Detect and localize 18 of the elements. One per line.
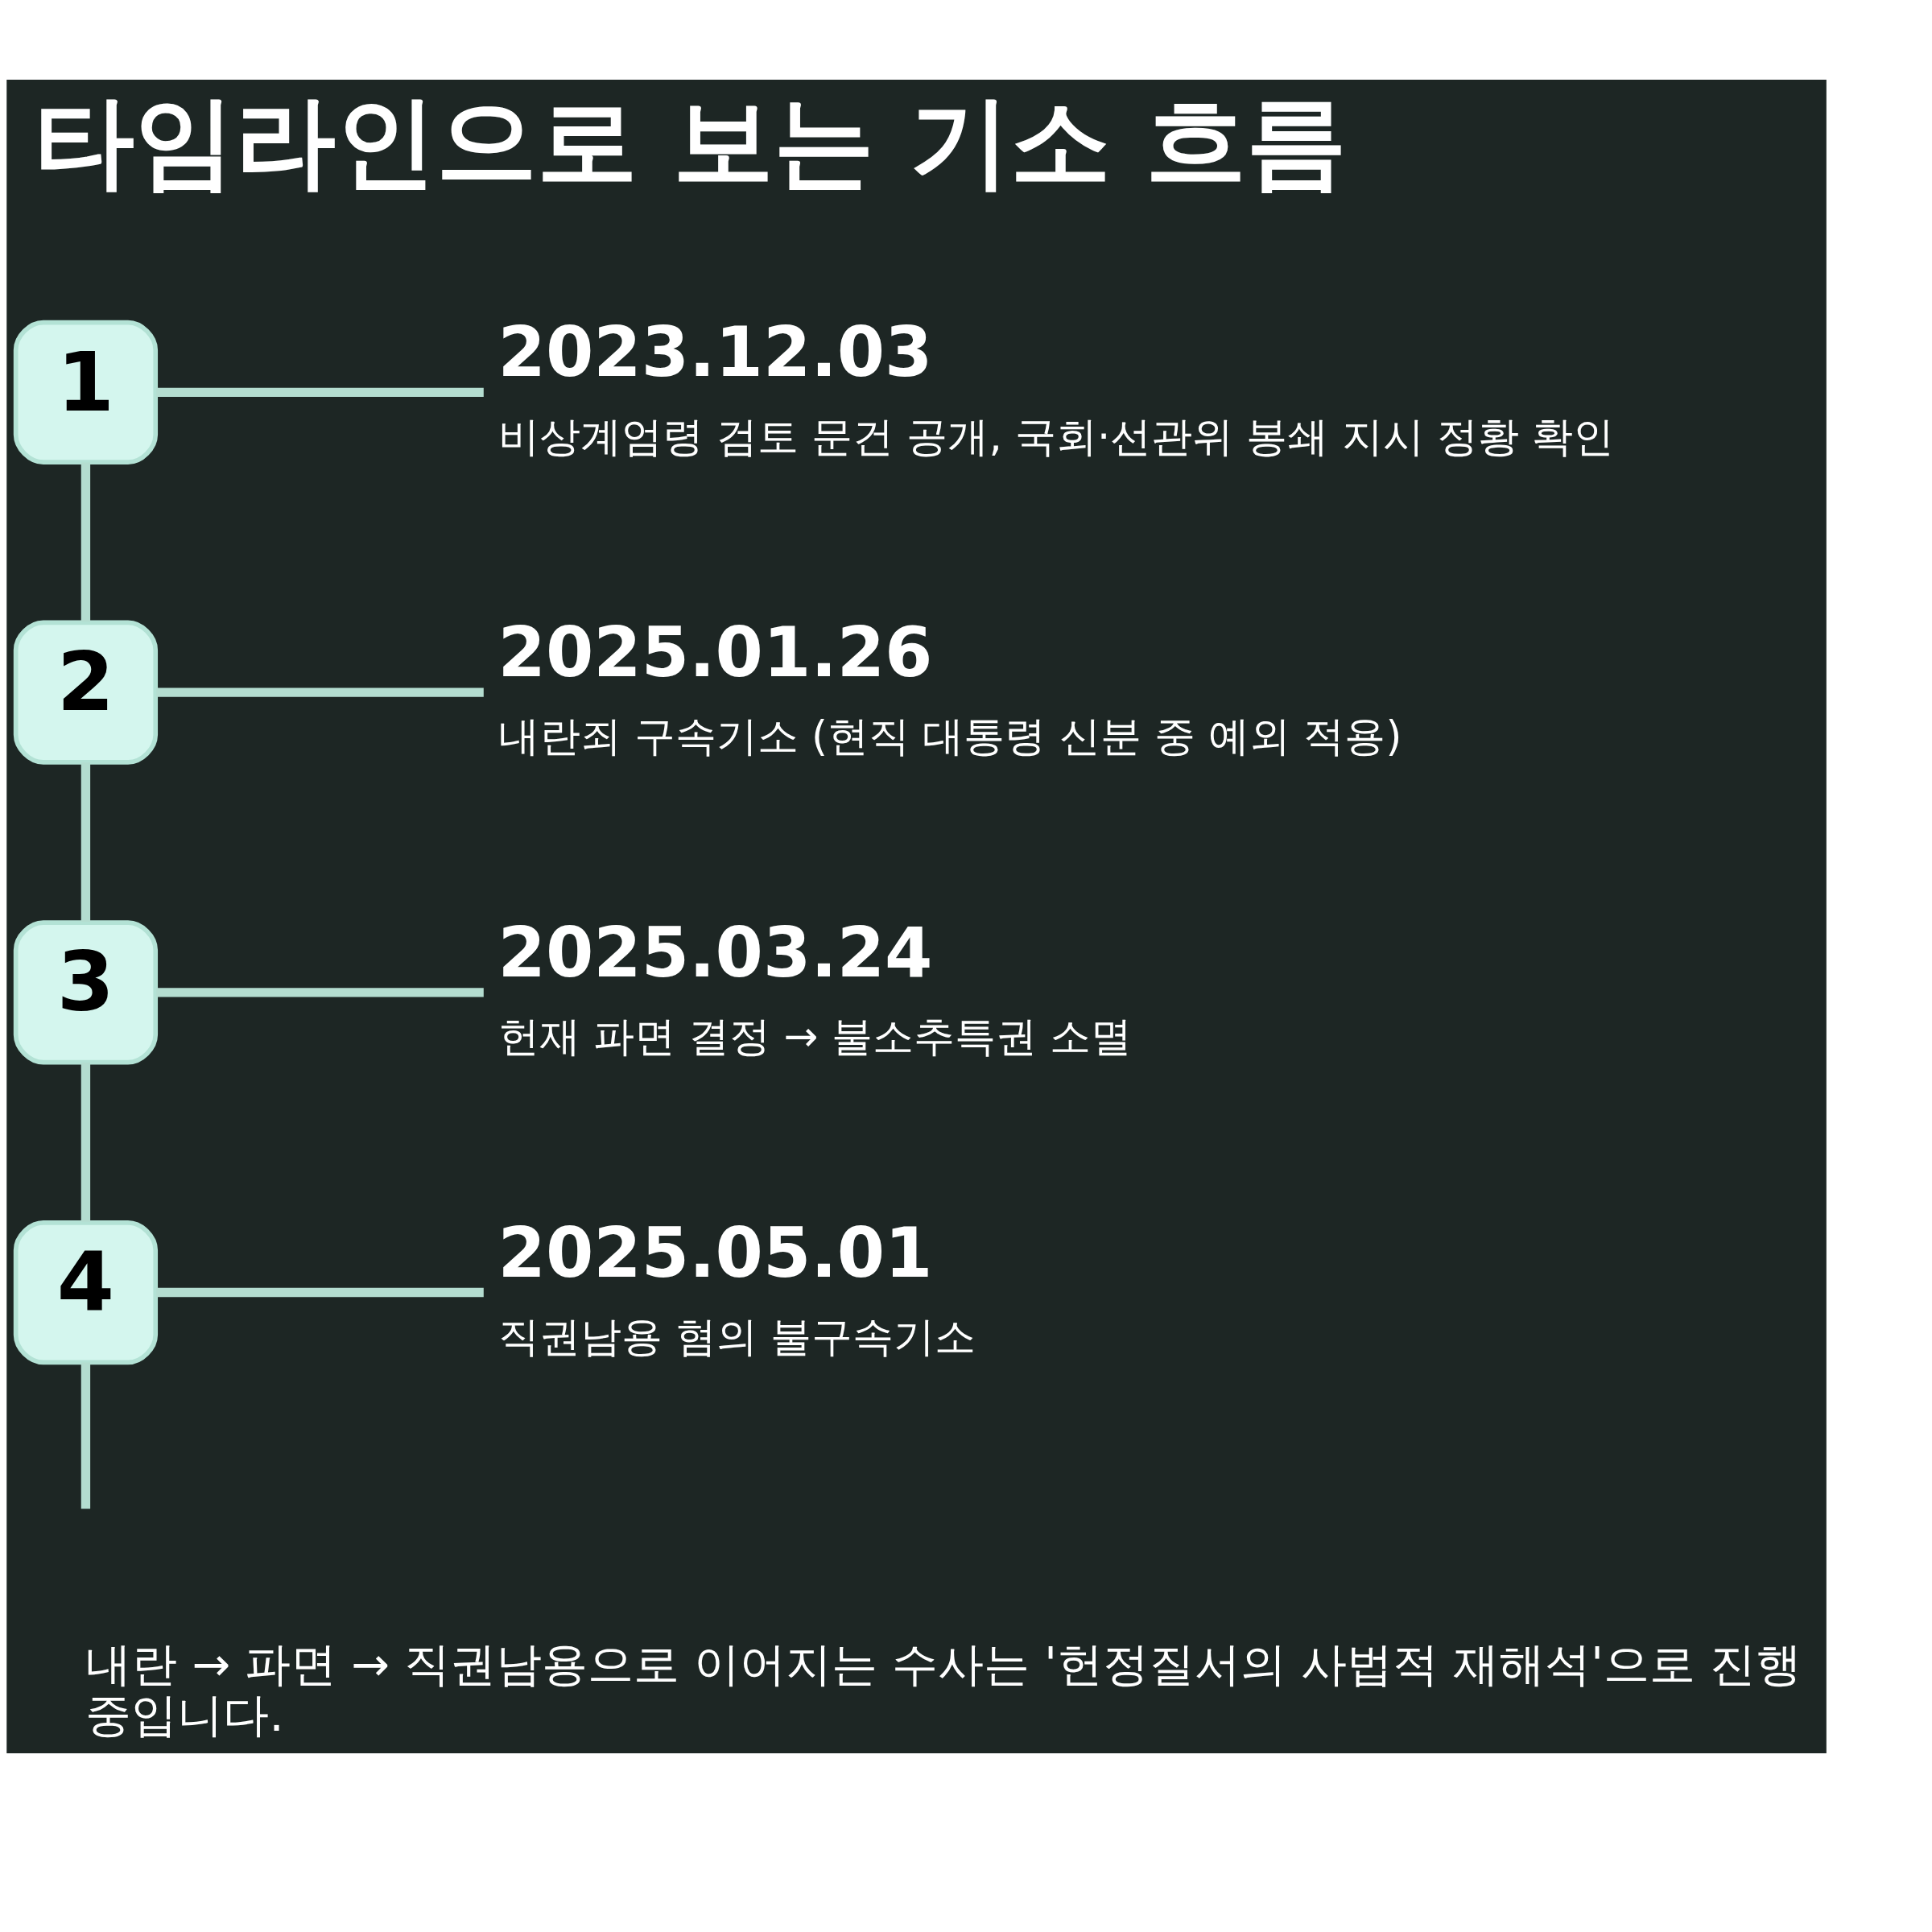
connector [156, 387, 484, 398]
node-box: 2 [13, 620, 159, 765]
diagram-title: 타임라인으로 보는 기소 흐름 [34, 83, 1348, 201]
node-box: 1 [13, 320, 159, 464]
connector [156, 988, 484, 997]
connector [80, 1362, 91, 1509]
caption: 내란 → 파면 → 직권남용으로 이어지는 수사는 '헌정질서의 사법적 재해석'으로 진행 중입니다. [85, 1637, 1802, 1741]
node-text: 2025.01.26 내란죄 구속기소 (현직 대통령 신분 중 예외 적용) [497, 613, 1402, 761]
connector [80, 762, 91, 922]
node-text: 2025.03.24 헌재 파면 결정 → 불소추특권 소멸 [497, 912, 1132, 1061]
connector [156, 1287, 484, 1298]
connector [80, 1062, 91, 1222]
node-text: 2025.05.01 직권남용 혐의 불구속기소 [497, 1212, 976, 1360]
node-box: 3 [13, 920, 159, 1065]
node-text: 2023.12.03 비상계엄령 검토 문건 공개, 국회·선관위 봉쇄 지시 정황 확인 [497, 312, 1615, 460]
connector [80, 462, 91, 622]
connector [156, 687, 484, 697]
node-box: 4 [13, 1220, 159, 1365]
